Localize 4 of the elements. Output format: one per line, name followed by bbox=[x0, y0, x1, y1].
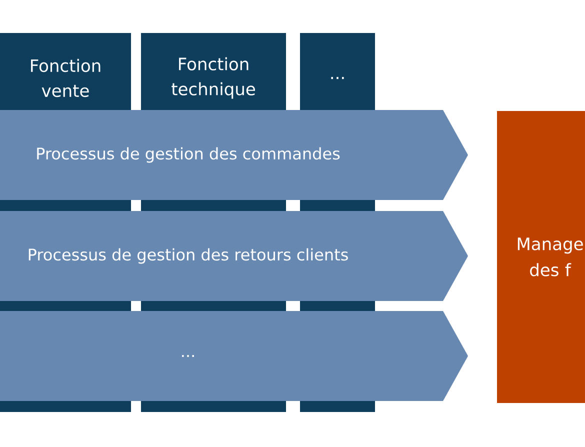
process-band: ... bbox=[0, 311, 468, 401]
process-band: Processus de gestion des retours clients bbox=[0, 211, 468, 301]
process-band: Processus de gestion des commandes bbox=[0, 110, 468, 200]
management-box: Manage des f bbox=[497, 111, 585, 403]
